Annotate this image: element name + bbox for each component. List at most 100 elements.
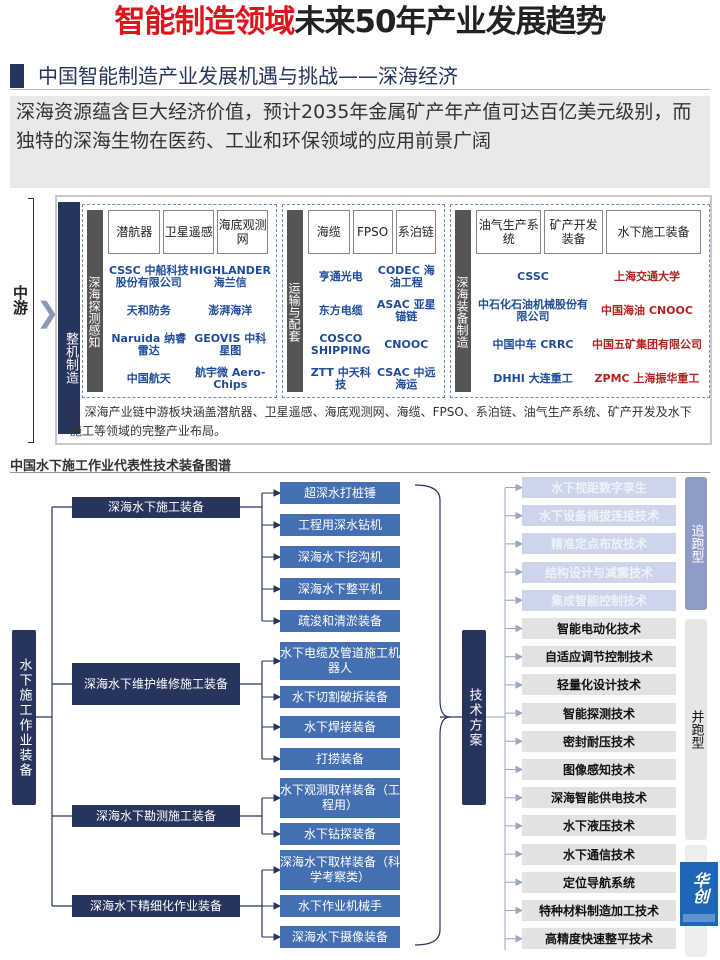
arrow-icon bbox=[262, 830, 282, 838]
arrow-icon bbox=[262, 553, 282, 561]
company-logo: 中国航天 bbox=[126, 372, 171, 385]
equipment-category: 深海水下维护维修施工装备 bbox=[72, 663, 240, 705]
tech-item: 图像感知技术 bbox=[522, 759, 676, 780]
equipment-item: 工程用深水钻机 bbox=[280, 514, 400, 536]
company-logo: 中石化石油机械股份有限公司 bbox=[478, 298, 588, 323]
equipment-category: 深海水下勘测施工装备 bbox=[72, 805, 240, 827]
category-box: 系泊链 bbox=[395, 210, 436, 254]
tech-item: 水下通信技术 bbox=[522, 843, 676, 865]
equipment-item: 水下作业机械手 bbox=[280, 895, 400, 917]
company-logo: 澎湃海洋 bbox=[208, 304, 253, 317]
arrow-icon bbox=[505, 511, 524, 520]
equipment-item: 水下切割破拆装备 bbox=[280, 686, 400, 708]
company-logo: ASAC 亚星锚链 bbox=[376, 298, 436, 323]
root-node: 水下施工作业装备 bbox=[12, 630, 36, 805]
arrow-icon bbox=[505, 483, 524, 492]
arrow-icon bbox=[505, 878, 524, 887]
equipment-category: 深海水下精细化作业装备 bbox=[72, 895, 240, 917]
company-logo: 中国中车 CRRC bbox=[492, 338, 574, 351]
category-box: 海底观测网 bbox=[217, 210, 268, 254]
company-logo: CODEC 海油工程 bbox=[377, 264, 435, 289]
arrow-icon bbox=[262, 866, 282, 874]
tech-item: 自适应调节控制技术 bbox=[522, 646, 676, 668]
category-box: 潜航器 bbox=[108, 210, 161, 254]
arrow-icon bbox=[505, 596, 524, 605]
watermark-text: 华创 bbox=[690, 872, 709, 904]
tech-item: 高精度快速整平技术 bbox=[522, 928, 676, 950]
category-box: 水下施工装备 bbox=[605, 210, 701, 254]
company-logo: CNOOC bbox=[384, 338, 429, 351]
arrow-icon bbox=[262, 489, 282, 497]
equipment-item: 水下电缆及管道施工机器人 bbox=[280, 642, 400, 680]
side-label-parallel: 并跑型 bbox=[685, 619, 707, 840]
stage-label: 中游 bbox=[11, 285, 29, 315]
arrow-icon bbox=[505, 906, 524, 915]
equipment-item: 超深水打桩锤 bbox=[280, 482, 400, 504]
company-logo: 航宇微 Aero-Chips bbox=[195, 366, 266, 391]
arrow-icon bbox=[262, 617, 282, 625]
company-logo: 上海交通大学 bbox=[614, 270, 680, 283]
side-label-catch-up: 追跑型 bbox=[685, 477, 707, 610]
equipment-item: 水下焊接装备 bbox=[280, 716, 400, 738]
arrow-icon bbox=[262, 657, 282, 665]
tech-item: 结构设计与减震技术 bbox=[522, 561, 676, 583]
company-logo: CSAC 中远海运 bbox=[376, 366, 436, 391]
chevron-right-icon: ❯ bbox=[36, 296, 60, 329]
category-box: 海缆 bbox=[308, 210, 350, 254]
equipment-item: 深海水下整平机 bbox=[280, 578, 400, 600]
arrow-icon bbox=[505, 765, 524, 774]
arrow-icon bbox=[505, 709, 524, 717]
company-logo: 天和防务 bbox=[126, 304, 171, 317]
company-logo: 亨通光电 bbox=[318, 270, 363, 283]
title-black: 未来50年产业发展趋势 bbox=[294, 4, 606, 40]
company-logo: 东方电缆 bbox=[318, 304, 363, 317]
midstream-panel bbox=[55, 195, 712, 445]
tech-solution-node: 技术方案 bbox=[462, 630, 486, 805]
category-box: 矿产开发装备 bbox=[544, 210, 603, 254]
group-panel bbox=[82, 204, 277, 398]
note-text: 深海产业链中游板块涵盖潜航器、卫星遥感、海底观测网、海缆、FPSO、系泊链、油气… bbox=[70, 405, 692, 438]
tech-item: 水下视距数字孪生 bbox=[522, 477, 676, 498]
category-box: 卫星遥感 bbox=[163, 210, 215, 254]
arrow-icon bbox=[262, 933, 282, 941]
arrow-icon bbox=[505, 652, 524, 661]
tech-item: 特种材料制造加工技术 bbox=[522, 900, 676, 921]
company-logo: CSSC bbox=[517, 270, 549, 283]
group-label: 深海装备制造 bbox=[455, 210, 471, 392]
company-logo: DHHI 大连重工 bbox=[493, 372, 573, 385]
equipment-item: 疏浚和清淤装备 bbox=[280, 610, 400, 632]
company-logo: 中国海油 CNOOC bbox=[601, 304, 693, 317]
company-logo: 中国五矿集团有限公司 bbox=[592, 338, 702, 351]
midstream-note: ❑ 深海产业链中游板块涵盖潜航器、卫星遥感、海底观测网、海缆、FPSO、系泊链、… bbox=[70, 405, 692, 438]
arrow-icon bbox=[505, 540, 524, 548]
arrow-icon bbox=[505, 737, 524, 746]
watermark-band bbox=[683, 914, 715, 922]
tech-item: 定位导航系统 bbox=[522, 871, 676, 893]
arrow-icon bbox=[262, 755, 282, 763]
arrow-icon bbox=[505, 624, 524, 633]
tech-item: 集成智能控制技术 bbox=[522, 589, 676, 611]
section-subtitle: 中国智能制造产业发展机遇与挑战——深海经济 bbox=[10, 62, 710, 90]
whole-machine-column: 整机制造 bbox=[58, 202, 80, 434]
company-logo: ZTT 中天科技 bbox=[310, 366, 371, 391]
title-red: 智能制造领域 bbox=[114, 4, 295, 40]
arrow-icon bbox=[505, 934, 524, 943]
tech-item: 轻量化设计技术 bbox=[522, 674, 676, 696]
tech-item: 智能电动化技术 bbox=[522, 618, 676, 639]
watermark-logo: 华创 bbox=[680, 862, 718, 926]
arrow-icon bbox=[262, 521, 282, 529]
tech-item: 智能探测技术 bbox=[522, 702, 676, 724]
tech-item: 精准定点布放技术 bbox=[522, 533, 676, 555]
arrow-icon bbox=[262, 794, 282, 802]
group-panel bbox=[450, 204, 710, 398]
company-logo: ZPMC 上海振华重工 bbox=[594, 372, 700, 385]
summary-box: 深海资源蕴含巨大经济价值，预计2035年金属矿产年产值可达百亿美元级别，而独特的… bbox=[10, 96, 710, 188]
divider bbox=[10, 472, 710, 473]
arrow-icon bbox=[262, 585, 282, 593]
equipment-item: 深海水下挖沟机 bbox=[280, 546, 400, 568]
equipment-item: 深海水下摄像装备 bbox=[280, 926, 400, 948]
tech-item: 水下设备插拔连接技术 bbox=[522, 505, 676, 527]
tech-item: 密封耐压技术 bbox=[522, 730, 676, 752]
equipment-item: 水下观测取样装备（工程用） bbox=[280, 778, 400, 818]
